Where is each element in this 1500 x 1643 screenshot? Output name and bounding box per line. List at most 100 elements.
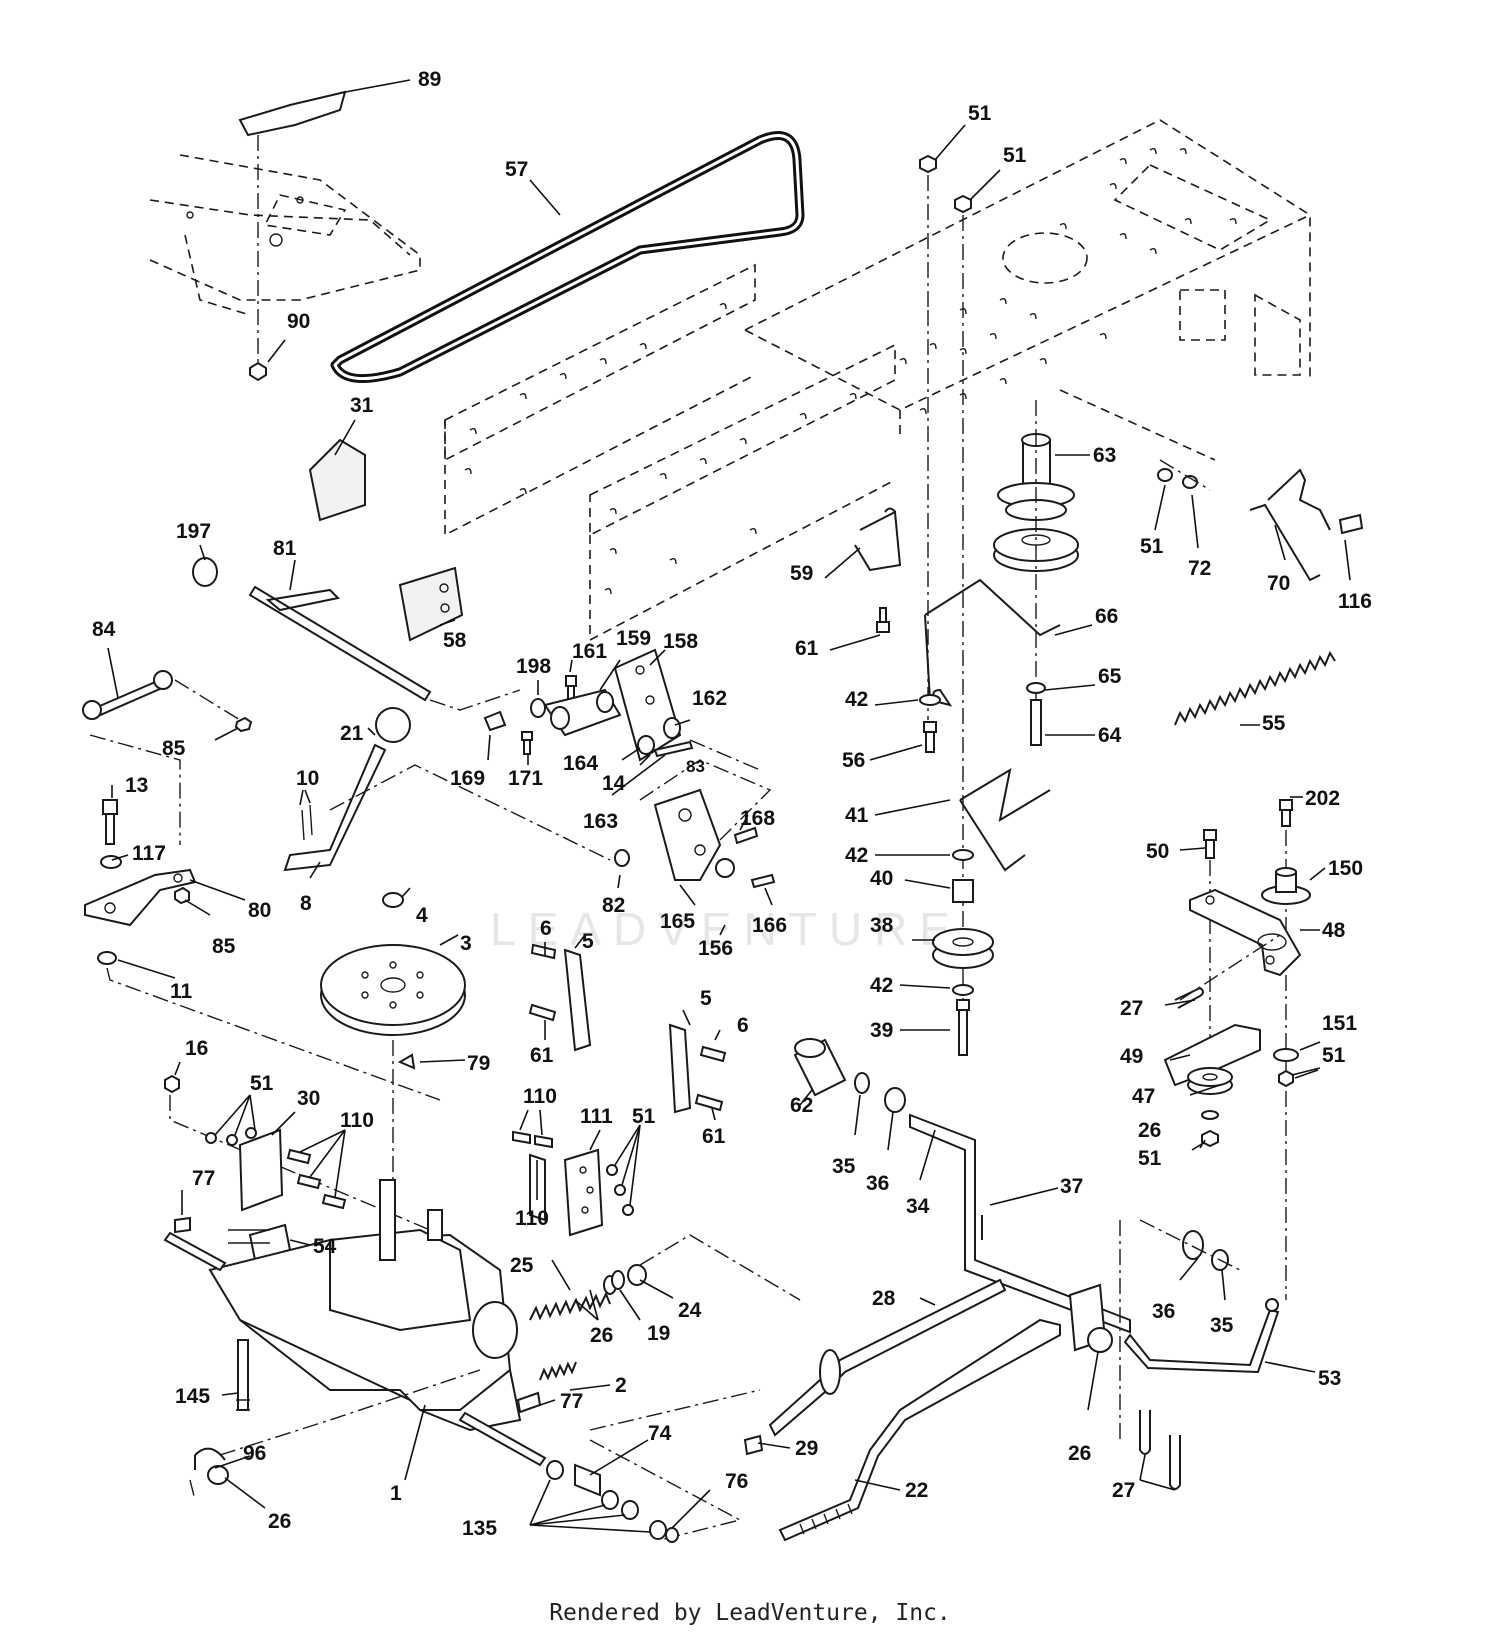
callout-21: 21: [340, 722, 364, 745]
callout-10: 10: [296, 767, 319, 790]
washer-65-shape: [1026, 682, 1046, 694]
callout-63: 63: [1093, 444, 1116, 467]
callout-42: 42: [870, 974, 893, 997]
bearing-162-shape: [663, 717, 681, 739]
callout-51: 51: [968, 102, 992, 125]
fender-assembly: [149, 154, 421, 316]
callout-110: 110: [515, 1207, 549, 1230]
callout-198: 198: [516, 655, 551, 678]
callout-64: 64: [1098, 724, 1122, 747]
washers-135-shape: [546, 1460, 667, 1540]
callout-58: 58: [443, 629, 467, 652]
callout-162: 162: [692, 687, 727, 710]
callout-165: 165: [660, 910, 695, 933]
callout-51: 51: [1138, 1147, 1162, 1170]
washer-164-shape: [637, 735, 655, 755]
nut-16-shape: [164, 1074, 180, 1094]
callout-61: 61: [795, 637, 819, 660]
callout-135: 135: [462, 1517, 497, 1540]
bushing-197-shape: [192, 557, 218, 587]
callout-14: 14: [602, 772, 626, 795]
washer-198-shape: [530, 698, 546, 718]
callout-16: 16: [185, 1037, 208, 1060]
ring-4-shape: [382, 892, 404, 908]
callout-57: 57: [505, 158, 528, 181]
shield-31-shape: [308, 438, 366, 522]
screw-171-shape: [521, 731, 533, 755]
callout-202: 202: [1305, 787, 1340, 810]
nut-85a-shape: [234, 716, 253, 733]
callout-83: 83: [686, 757, 705, 776]
pulley-3-shape: [320, 944, 466, 1036]
key-79-shape: [397, 1053, 416, 1070]
callout-2: 2: [615, 1374, 627, 1397]
washer-36b-shape: [1182, 1230, 1204, 1260]
bracket-80-shape: [84, 868, 197, 927]
callout-26: 26: [590, 1324, 613, 1347]
bracket-59-shape: [854, 507, 902, 572]
callout-66: 66: [1095, 605, 1118, 628]
callout-42: 42: [845, 844, 868, 867]
callout-13: 13: [125, 774, 148, 797]
rod-84-shape: [93, 678, 164, 718]
bracket-158-shape: [613, 648, 682, 762]
callout-54: 54: [313, 1235, 337, 1258]
callout-51: 51: [1140, 535, 1164, 558]
clip-169-shape: [483, 710, 507, 732]
callout-51: 51: [1322, 1044, 1346, 1067]
rod-53-shape: [1123, 1308, 1280, 1374]
washer-19-shape: [611, 1270, 625, 1290]
bracket-30-shape: [238, 1128, 284, 1212]
bolt-61c-shape: [694, 1093, 724, 1112]
callout-111: 111: [580, 1105, 613, 1128]
bracket-5b-shape: [668, 1023, 692, 1114]
callout-27: 27: [1120, 997, 1143, 1020]
callout-117: 117: [132, 842, 166, 865]
bolt-116-shape: [1338, 513, 1364, 535]
bolt-202-shape: [1279, 799, 1293, 827]
callout-51: 51: [250, 1072, 274, 1095]
bolt-64-shape: [1030, 699, 1042, 746]
spring-55-shape: [1174, 650, 1336, 726]
callout-53: 53: [1318, 1367, 1341, 1390]
drive-belt-57: [330, 131, 805, 384]
callout-145: 145: [175, 1385, 210, 1408]
callout-163: 163: [583, 810, 618, 833]
callout-90: 90: [287, 310, 310, 333]
callout-49: 49: [1120, 1045, 1143, 1068]
pulley-150-shape: [1261, 867, 1311, 905]
callout-159: 159: [616, 627, 651, 650]
callout-158: 158: [663, 630, 698, 653]
washer-36a-shape: [884, 1087, 906, 1113]
spring-2-shape: [539, 1361, 577, 1381]
bracket-49-shape: [1163, 1023, 1261, 1087]
leader-lines: [107, 79, 1351, 1533]
callout-59: 59: [790, 562, 813, 585]
callout-81: 81: [273, 537, 297, 560]
callout-110: 110: [523, 1085, 557, 1108]
nuts-51d-shape: [205, 1127, 257, 1146]
callout-61: 61: [530, 1044, 554, 1067]
ring-76-shape: [665, 1527, 679, 1543]
callout-96: 96: [243, 1442, 266, 1465]
shaft-34-shape: [909, 1113, 1131, 1334]
callout-4: 4: [416, 904, 428, 927]
spacer-40-shape: [952, 879, 974, 903]
callout-47: 47: [1132, 1085, 1155, 1108]
bracket-70-shape: [1249, 468, 1331, 582]
callout-77: 77: [560, 1390, 583, 1413]
callout-1: 1: [390, 1482, 402, 1505]
callout-11: 11: [170, 980, 193, 1003]
callout-5: 5: [582, 930, 594, 953]
callout-50: 50: [1146, 840, 1169, 863]
callout-28: 28: [872, 1287, 896, 1310]
bolt-13-shape: [102, 799, 118, 845]
arm-48-shape: [1189, 888, 1302, 977]
callout-197: 197: [176, 520, 211, 543]
nut-85b-shape: [174, 886, 190, 905]
bolt-61b-shape: [528, 1003, 557, 1022]
callout-61: 61: [702, 1125, 726, 1148]
callout-151: 151: [1322, 1012, 1357, 1035]
washer-42a-shape: [919, 694, 941, 706]
